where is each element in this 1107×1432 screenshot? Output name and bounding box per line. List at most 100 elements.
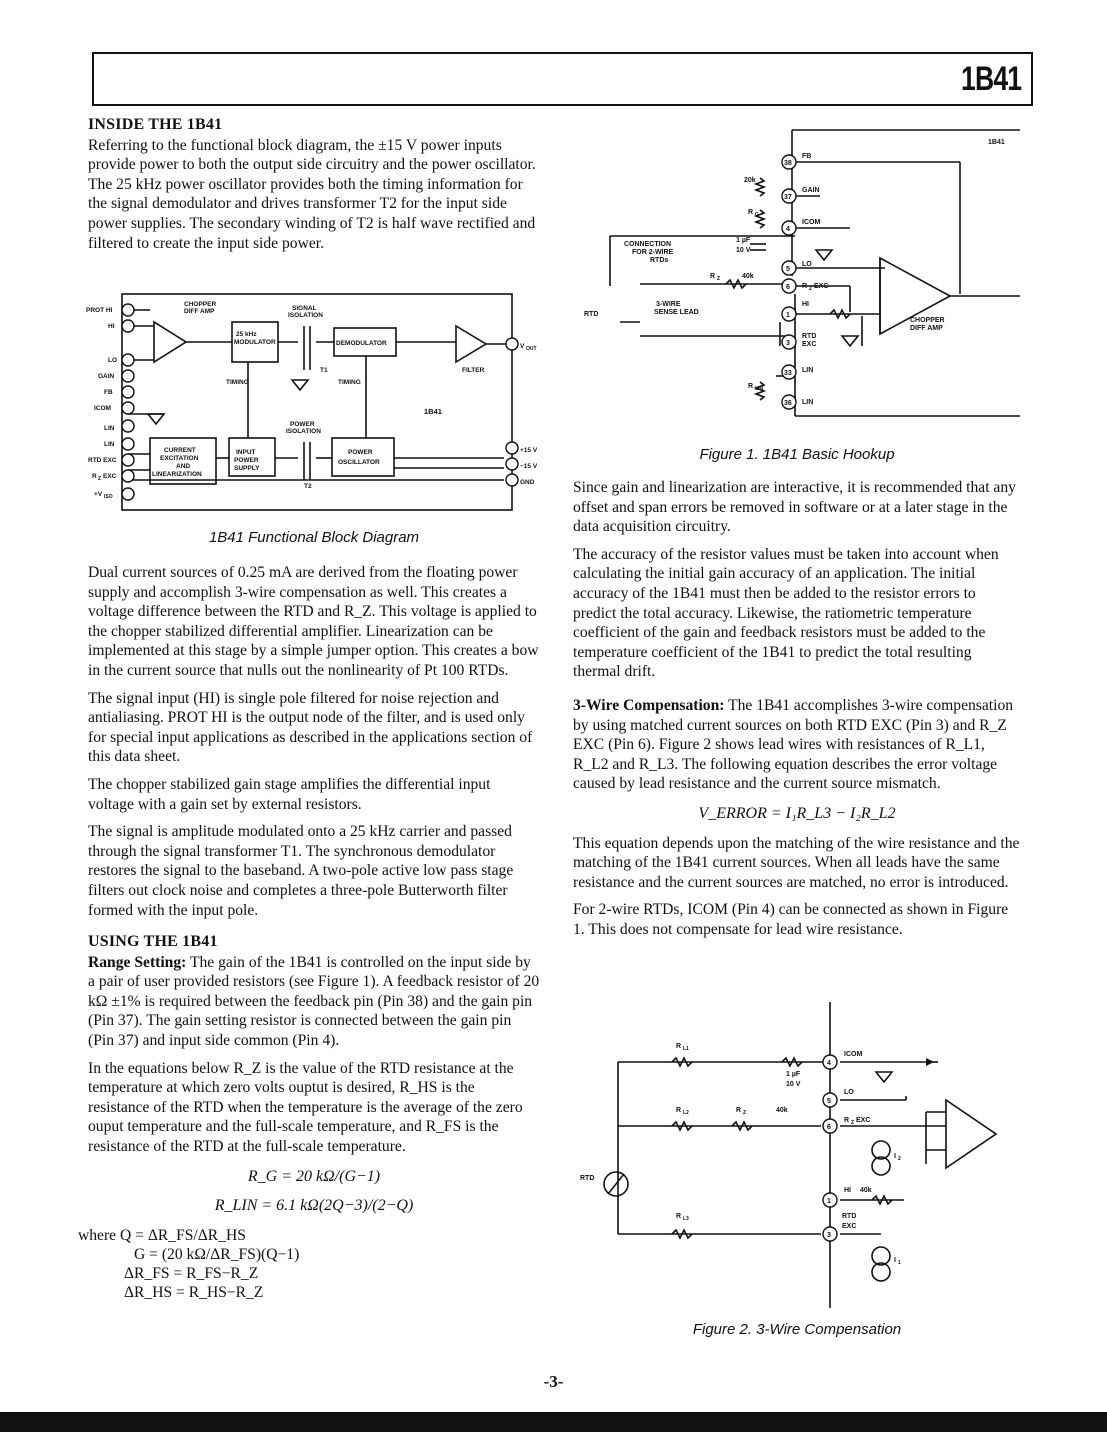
svg-text:RTD: RTD bbox=[584, 311, 598, 318]
rz-paragraph: In the equations below R_Z is the value … bbox=[88, 1059, 523, 1156]
svg-text:GAIN: GAIN bbox=[802, 187, 820, 194]
bottom-bar bbox=[0, 1412, 1107, 1432]
page-number: -3- bbox=[543, 1372, 564, 1391]
svg-text:40k: 40k bbox=[742, 273, 754, 280]
svg-text:1B41: 1B41 bbox=[424, 407, 442, 416]
svg-text:INPUT: INPUT bbox=[236, 449, 256, 456]
svg-text:ISOLATION: ISOLATION bbox=[288, 312, 323, 319]
svg-text:LIN: LIN bbox=[104, 425, 115, 432]
svg-text:LIN: LIN bbox=[104, 441, 115, 448]
svg-text:−15 V: −15 V bbox=[520, 463, 538, 470]
where-block: where Q = ΔR_FS/ΔR_HS G = (20 kΩ/ΔR_FS)(… bbox=[78, 1226, 540, 1302]
svg-text:T1: T1 bbox=[320, 367, 328, 374]
where-line-4: ΔR_HS = R_HS−R_Z bbox=[124, 1283, 264, 1301]
right-paragraph-2: The accuracy of the resistor values must… bbox=[573, 545, 999, 681]
svg-text:1 µF: 1 µF bbox=[786, 1071, 801, 1078]
svg-text:5: 5 bbox=[786, 266, 790, 273]
error-equation: V_ERROR = I₁R_L3 − I₂R_L2 bbox=[698, 804, 896, 822]
svg-text:OUT: OUT bbox=[526, 346, 537, 352]
range-setting-lead: Range Setting: bbox=[88, 953, 187, 971]
svg-text:T2: T2 bbox=[304, 483, 312, 490]
svg-text:ICOM: ICOM bbox=[802, 219, 820, 226]
svg-text:R: R bbox=[736, 1107, 741, 1114]
svg-text:CURRENT: CURRENT bbox=[164, 447, 196, 454]
svg-text:V: V bbox=[520, 343, 525, 350]
svg-text:G: G bbox=[755, 212, 759, 218]
svg-text:38: 38 bbox=[784, 160, 792, 167]
where-line-2: G = (20 kΩ/ΔR_FS)(Q−1) bbox=[134, 1245, 300, 1263]
svg-text:EXC: EXC bbox=[802, 341, 816, 348]
svg-text:CONNECTION: CONNECTION bbox=[624, 241, 671, 248]
svg-text:GND: GND bbox=[520, 479, 535, 486]
svg-text:CHOPPER: CHOPPER bbox=[184, 301, 216, 308]
range-setting-text: The gain of the 1B41 is controlled on th… bbox=[88, 953, 540, 1050]
compensation-text: The 1B41 accomplishes 3-wire compensatio… bbox=[573, 696, 1014, 793]
using-heading: USING THE 1B41 bbox=[88, 933, 218, 951]
svg-text:LO: LO bbox=[108, 357, 117, 364]
svg-text:I: I bbox=[894, 1153, 896, 1160]
svg-text:L1: L1 bbox=[683, 1046, 689, 1052]
inside-paragraph-3: The signal input (HI) is single pole fil… bbox=[88, 689, 533, 766]
svg-text:20k: 20k bbox=[744, 177, 756, 184]
svg-text:Z: Z bbox=[743, 1110, 746, 1116]
svg-text:Z: Z bbox=[851, 1120, 854, 1126]
svg-text:R: R bbox=[748, 209, 753, 216]
svg-text:EXC: EXC bbox=[856, 1117, 870, 1124]
svg-text:LO: LO bbox=[844, 1089, 854, 1096]
svg-text:SENSE LEAD: SENSE LEAD bbox=[654, 309, 699, 316]
right-paragraph-4: For 2-wire RTDs, ICOM (Pin 4) can be con… bbox=[573, 901, 1009, 938]
left-body: Dual current sources of 0.25 mA are deri… bbox=[78, 563, 540, 1302]
svg-text:6: 6 bbox=[827, 1124, 831, 1131]
svg-text:CHOPPER: CHOPPER bbox=[910, 317, 945, 324]
svg-text:40k: 40k bbox=[776, 1107, 788, 1114]
svg-text:ICOM: ICOM bbox=[844, 1051, 862, 1058]
svg-text:SIGNAL: SIGNAL bbox=[292, 305, 317, 312]
svg-text:1 µF: 1 µF bbox=[736, 237, 751, 244]
inside-paragraph-4: The chopper stabilized gain stage amplif… bbox=[88, 775, 491, 813]
svg-text:DEMODULATOR: DEMODULATOR bbox=[336, 340, 387, 347]
svg-text:1B41: 1B41 bbox=[988, 139, 1005, 146]
svg-text:25 kHz: 25 kHz bbox=[236, 331, 257, 338]
svg-text:POWER: POWER bbox=[234, 457, 259, 464]
svg-text:3: 3 bbox=[786, 340, 790, 347]
svg-text:EXCITATION: EXCITATION bbox=[160, 455, 199, 462]
svg-text:1: 1 bbox=[786, 312, 790, 319]
where-line-1: where Q = ΔR_FS/ΔR_HS bbox=[78, 1226, 246, 1244]
svg-text:EXC: EXC bbox=[103, 473, 117, 480]
svg-text:LINEARIZATION: LINEARIZATION bbox=[152, 471, 202, 478]
figure-1-caption: Figure 1. 1B41 Basic Hookup bbox=[699, 446, 895, 463]
svg-text:33: 33 bbox=[784, 370, 792, 377]
svg-text:HI: HI bbox=[802, 301, 809, 308]
right-paragraph-3: This equation depends upon the matching … bbox=[573, 834, 1020, 891]
svg-text:ISO: ISO bbox=[104, 494, 113, 500]
svg-text:10 V: 10 V bbox=[736, 247, 751, 254]
svg-text:LO: LO bbox=[802, 261, 812, 268]
svg-text:PROT HI: PROT HI bbox=[86, 307, 113, 314]
inside-paragraph-2: Dual current sources of 0.25 mA are deri… bbox=[88, 564, 539, 679]
svg-text:4: 4 bbox=[786, 226, 790, 233]
right-body: Since gain and linearization are interac… bbox=[573, 478, 1021, 947]
svg-text:40k: 40k bbox=[860, 1187, 872, 1194]
svg-text:TIMING: TIMING bbox=[338, 379, 361, 386]
svg-text:TIMING: TIMING bbox=[226, 379, 249, 386]
svg-text:FB: FB bbox=[802, 153, 811, 160]
svg-text:R: R bbox=[676, 1043, 681, 1050]
svg-text:3-WIRE: 3-WIRE bbox=[656, 301, 681, 308]
svg-text:L3: L3 bbox=[683, 1216, 689, 1222]
svg-text:RTD: RTD bbox=[802, 333, 816, 340]
svg-text:FOR 2-WIRE: FOR 2-WIRE bbox=[632, 249, 674, 256]
svg-text:SUPPLY: SUPPLY bbox=[234, 465, 260, 472]
svg-text:ISOLATION: ISOLATION bbox=[286, 428, 321, 435]
svg-text:Z: Z bbox=[717, 276, 720, 282]
where-line-3: ΔR_FS = R_FS−R_Z bbox=[124, 1264, 259, 1282]
svg-text:+15 V: +15 V bbox=[520, 447, 538, 454]
svg-text:Z: Z bbox=[98, 476, 101, 482]
svg-text:MODULATOR: MODULATOR bbox=[234, 339, 276, 346]
figure-2-caption: Figure 2. 3-Wire Compensation bbox=[692, 1321, 902, 1338]
equation-rlin: R_LIN = 6.1 kΩ(2Q−3)/(2−Q) bbox=[214, 1197, 414, 1215]
svg-text:DIFF AMP: DIFF AMP bbox=[184, 308, 215, 315]
svg-text:RTD: RTD bbox=[842, 1213, 856, 1220]
